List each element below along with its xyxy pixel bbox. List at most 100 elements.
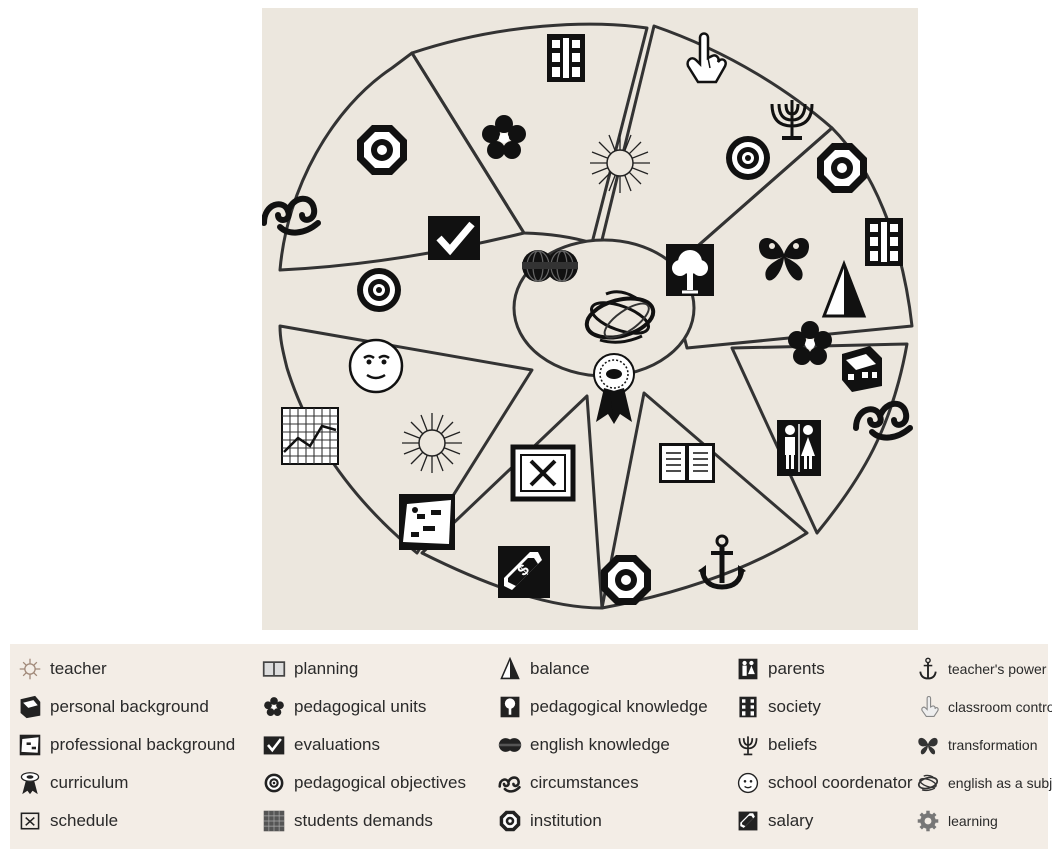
grid-chart-icon <box>262 809 286 833</box>
ribbon-icon <box>916 771 940 795</box>
legend-item: classroom control <box>916 690 1052 724</box>
gear-icon <box>916 809 940 833</box>
suitcase-icon <box>18 695 42 719</box>
wheel-octagon-icon-top-left <box>357 125 407 175</box>
tree-icon <box>498 695 522 719</box>
legend-label: planning <box>294 659 359 678</box>
wheel-butterfly-icon <box>758 238 810 281</box>
legend-item: english as a subject <box>916 766 1052 800</box>
wheel-collage-icon <box>399 494 455 550</box>
legend-label: parents <box>768 659 825 678</box>
wheel-building-icon-right <box>865 218 903 266</box>
legend-label: teacher's power <box>948 661 1047 677</box>
wheel-octagon-icon-bottom <box>601 555 651 605</box>
wheel-tree-icon <box>664 242 716 298</box>
wheel-segment-lower-right <box>730 342 909 535</box>
legend-label: english knowledge <box>530 735 670 754</box>
legend-item: english knowledge <box>498 728 670 762</box>
wheel-swirl-icon-right <box>856 404 910 438</box>
legend-item: balance <box>498 652 590 686</box>
candelabra-icon <box>736 733 760 757</box>
legend-label: society <box>768 697 821 716</box>
wheel-candelabra-icon <box>770 98 814 142</box>
x-box-icon <box>18 809 42 833</box>
wheel-suitcase-icon <box>842 346 882 392</box>
legend-item: pedagogical units <box>262 690 426 724</box>
card-collage-icon <box>18 733 42 757</box>
open-book-icon <box>262 657 286 681</box>
legend-item: pedagogical objectives <box>262 766 466 800</box>
wheel-people-icon <box>776 419 822 477</box>
octagon-target-icon <box>498 809 522 833</box>
wheel-book-icon <box>658 442 716 484</box>
legend-label: salary <box>768 811 814 830</box>
wheel-diagram: $ <box>262 22 914 610</box>
checkbox-icon <box>262 733 286 757</box>
wheel-building-icon-top <box>547 34 585 82</box>
legend-item: schedule <box>18 804 118 838</box>
legend-item: transformation <box>916 728 1037 762</box>
wheel-anchor-icon <box>698 536 746 587</box>
wheel-checkbox-icon <box>428 216 480 260</box>
legend-label: circumstances <box>530 773 639 792</box>
wheel-octagon-icon-top-right <box>817 143 867 193</box>
legend-item: personal background <box>18 690 209 724</box>
legend-item: professional background <box>18 728 235 762</box>
legend-label: personal background <box>50 697 209 716</box>
wheel-flower-icon-top <box>482 115 526 159</box>
legend-label: curriculum <box>50 773 129 792</box>
legend-item: teacher <box>18 652 107 686</box>
swirl-icon <box>498 771 522 795</box>
legend-item: learning <box>916 804 998 838</box>
legend-item: beliefs <box>736 728 817 762</box>
wheel-gridchart-icon <box>280 406 340 466</box>
sun-icon <box>18 657 42 681</box>
target-icon <box>262 771 286 795</box>
triangle-icon <box>498 657 522 681</box>
legend-label: learning <box>948 813 998 829</box>
legend-item: society <box>736 690 821 724</box>
legend-item: institution <box>498 804 602 838</box>
anchor-icon <box>916 657 940 681</box>
legend-item: students demands <box>262 804 433 838</box>
legend-item: circumstances <box>498 766 639 800</box>
wheel-flower-icon-right <box>788 321 832 365</box>
legend-item: pedagogical knowledge <box>498 690 708 724</box>
wheel-ribbon-icon-center <box>593 353 635 425</box>
legend-item: curriculum <box>18 766 128 800</box>
legend-label: pedagogical objectives <box>294 773 467 792</box>
legend-label: school coordenator <box>768 773 913 792</box>
wheel-target-icon-left <box>357 268 401 312</box>
legend-label: balance <box>530 659 590 678</box>
price-tag-icon <box>736 809 760 833</box>
double-sphere-icon <box>498 733 522 757</box>
legend-panel: teacher personal background professional… <box>10 644 1052 849</box>
moon-face-icon <box>736 771 760 795</box>
wheel-swirl-icon-left <box>264 199 318 233</box>
wheel-triangle-icon <box>822 262 866 318</box>
legend-label: english as a subject <box>948 775 1052 791</box>
legend-label: pedagogical knowledge <box>530 697 708 716</box>
legend-label: schedule <box>50 811 119 830</box>
legend-item: planning <box>262 652 358 686</box>
wheel-sun-icon-top <box>589 132 651 194</box>
legend-label: evaluations <box>294 735 381 754</box>
flower-icon <box>262 695 286 719</box>
wheel-sun-icon-left <box>401 412 463 474</box>
legend-item: salary <box>736 804 813 838</box>
legend-item: teacher's power <box>916 652 1046 686</box>
legend-label: teacher <box>50 659 107 678</box>
legend-item: evaluations <box>262 728 380 762</box>
diagram-photo: $ <box>262 8 918 630</box>
pointing-hand-icon <box>916 695 940 719</box>
rosette-icon <box>18 771 42 795</box>
wheel-pricetag-icon <box>498 546 550 598</box>
legend-label: classroom control <box>948 699 1052 715</box>
legend-label: professional background <box>50 735 236 754</box>
legend-label: transformation <box>948 737 1038 753</box>
legend-item: parents <box>736 652 825 686</box>
wheel-segment-top-center <box>410 22 649 245</box>
legend-label: pedagogical units <box>294 697 427 716</box>
wheel-moonface-icon <box>348 338 404 394</box>
legend-label: students demands <box>294 811 433 830</box>
